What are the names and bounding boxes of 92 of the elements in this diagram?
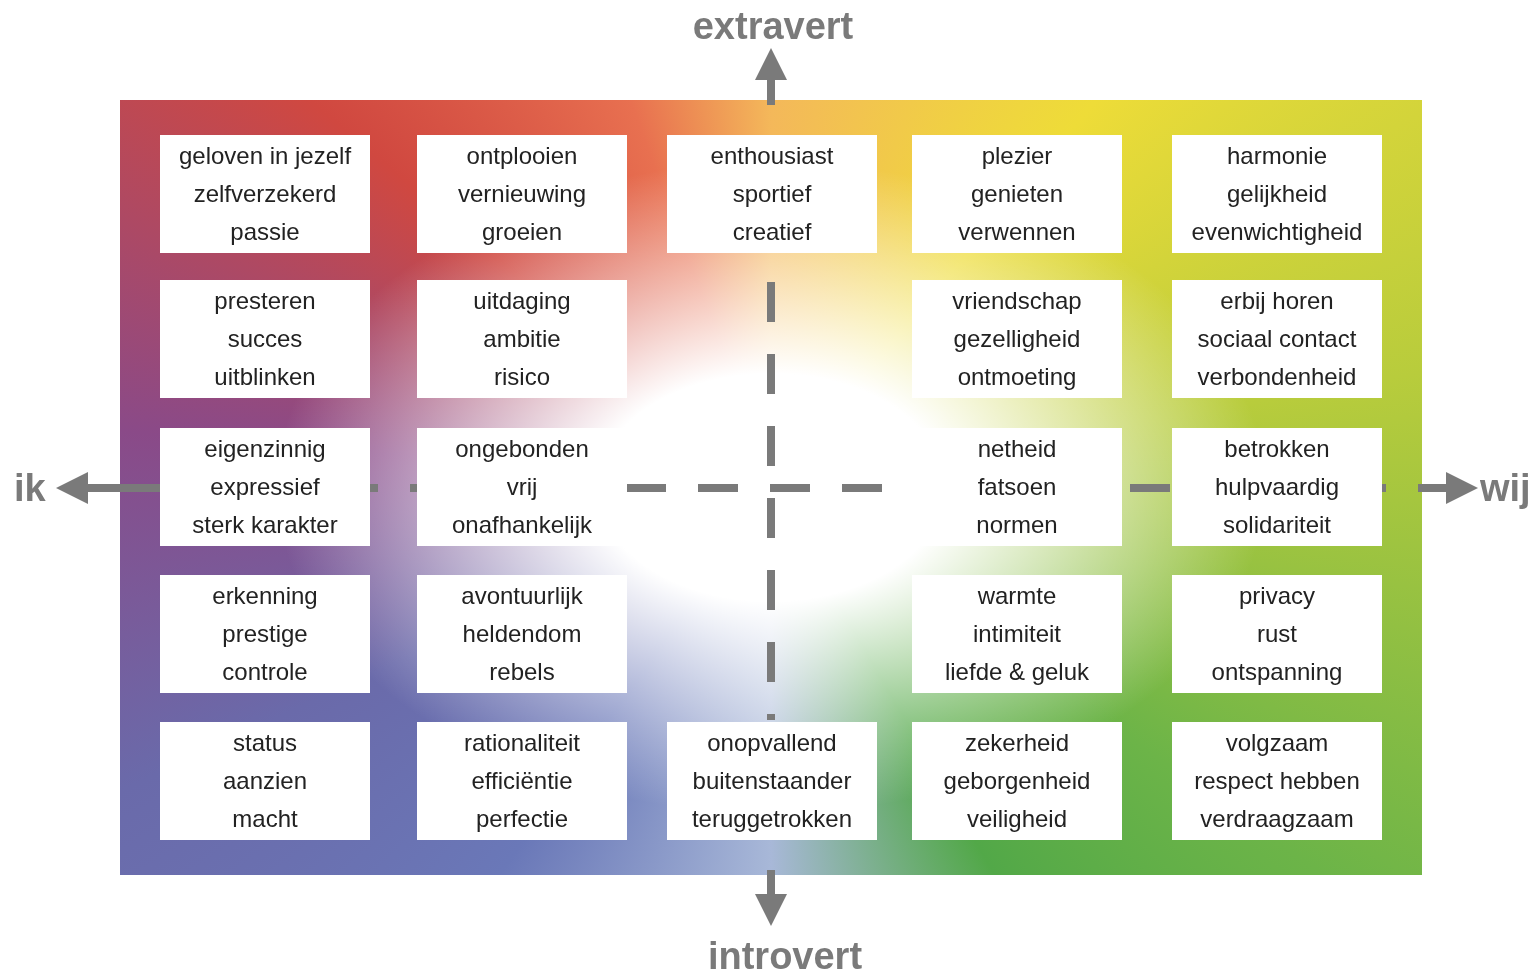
keyword-card	[160, 135, 370, 253]
keyword-text: erbij horen	[1220, 286, 1334, 316]
keyword-text: onopvallend	[707, 728, 837, 758]
keyword-text: gezelligheid	[953, 324, 1081, 354]
keyword-card	[1172, 135, 1382, 253]
keyword-card	[667, 722, 877, 840]
keyword-text: netheid	[977, 434, 1057, 464]
axis-label: ik	[14, 468, 46, 508]
keyword-text: betrokken	[1224, 434, 1330, 464]
keyword-text: prestige	[222, 619, 308, 649]
keyword-text: succes	[227, 324, 303, 354]
keyword-text: ontmoeting	[957, 362, 1077, 392]
keyword-text: ongebonden	[455, 434, 589, 464]
keyword-text: aanzien	[222, 766, 308, 796]
keyword-text: hulpvaardig	[1214, 472, 1340, 502]
keyword-text: erkenning	[212, 581, 318, 611]
keyword-card	[1172, 722, 1382, 840]
keyword-card	[912, 135, 1122, 253]
keyword-text: liefde & geluk	[944, 657, 1090, 687]
keyword-text: zekerheid	[964, 728, 1070, 758]
keyword-text: onafhankelijk	[451, 510, 593, 540]
keyword-text: creatief	[732, 217, 812, 247]
keyword-text: status	[233, 728, 297, 758]
keyword-text: enthousiast	[710, 141, 834, 171]
keyword-text: plezier	[981, 141, 1053, 171]
keyword-card	[160, 428, 370, 546]
keyword-text: normen	[976, 510, 1058, 540]
keyword-card	[912, 428, 1122, 546]
keyword-card	[912, 575, 1122, 693]
keyword-text: harmonie	[1226, 141, 1328, 171]
keyword-card	[912, 722, 1122, 840]
keyword-card	[1172, 575, 1382, 693]
keyword-text: veiligheid	[966, 804, 1068, 834]
keyword-text: avontuurlijk	[461, 581, 583, 611]
keyword-card	[417, 428, 627, 546]
keyword-card	[417, 722, 627, 840]
keyword-text: uitdaging	[473, 286, 571, 316]
keyword-text: privacy	[1239, 581, 1315, 611]
keyword-text: warmte	[977, 581, 1057, 611]
keyword-text: efficiëntie	[471, 766, 573, 796]
keyword-card	[160, 280, 370, 398]
axis-label: extravert	[692, 6, 854, 46]
keyword-card	[160, 575, 370, 693]
keyword-text: vernieuwing	[457, 179, 587, 209]
keyword-text: zelfverzekerd	[193, 179, 337, 209]
axis-label: introvert	[707, 936, 863, 975]
keyword-card	[912, 280, 1122, 398]
keyword-text: ontspanning	[1211, 657, 1343, 687]
keyword-text: heldendom	[462, 619, 582, 649]
keyword-text: groeien	[481, 217, 563, 247]
keyword-card	[1172, 428, 1382, 546]
keyword-text: respect hebben	[1194, 766, 1360, 796]
keyword-text: verdraagzaam	[1200, 804, 1354, 834]
keyword-text: perfectie	[475, 804, 569, 834]
keyword-text: sportief	[732, 179, 812, 209]
keyword-text: macht	[232, 804, 298, 834]
keyword-text: ambitie	[483, 324, 561, 354]
keyword-text: gelijkheid	[1226, 179, 1328, 209]
keyword-text: vrij	[506, 472, 538, 502]
keyword-card	[160, 722, 370, 840]
keyword-text: sterk karakter	[192, 510, 338, 540]
keyword-text: eigenzinnig	[204, 434, 326, 464]
keyword-text: passie	[230, 217, 300, 247]
keyword-text: volgzaam	[1225, 728, 1329, 758]
keyword-text: solidariteit	[1222, 510, 1331, 540]
keyword-text: rationaliteit	[463, 728, 581, 758]
keyword-text: risico	[494, 362, 550, 392]
keyword-text: evenwichtigheid	[1191, 217, 1363, 247]
keyword-card	[417, 575, 627, 693]
keyword-card	[667, 135, 877, 253]
keyword-text: geborgenheid	[943, 766, 1091, 796]
keyword-card	[417, 280, 627, 398]
keyword-text: presteren	[214, 286, 316, 316]
keyword-text: rust	[1257, 619, 1297, 649]
keyword-text: verwennen	[958, 217, 1076, 247]
keyword-text: uitblinken	[214, 362, 316, 392]
keyword-card	[1172, 280, 1382, 398]
keyword-text: geloven in jezelf	[178, 141, 352, 171]
keyword-text: ontplooien	[466, 141, 578, 171]
keyword-card	[417, 135, 627, 253]
keyword-text: sociaal contact	[1197, 324, 1357, 354]
keyword-text: intimiteit	[973, 619, 1061, 649]
keyword-text: expressief	[210, 472, 320, 502]
keyword-text: buitenstaander	[692, 766, 852, 796]
keyword-text: rebels	[489, 657, 555, 687]
keyword-text: teruggetrokken	[691, 804, 853, 834]
axis-label: wij	[1480, 468, 1531, 508]
keyword-text: fatsoen	[977, 472, 1057, 502]
keyword-text: verbondenheid	[1197, 362, 1357, 392]
keyword-text: genieten	[970, 179, 1064, 209]
keyword-text: vriendschap	[952, 286, 1082, 316]
keyword-text: controle	[222, 657, 308, 687]
